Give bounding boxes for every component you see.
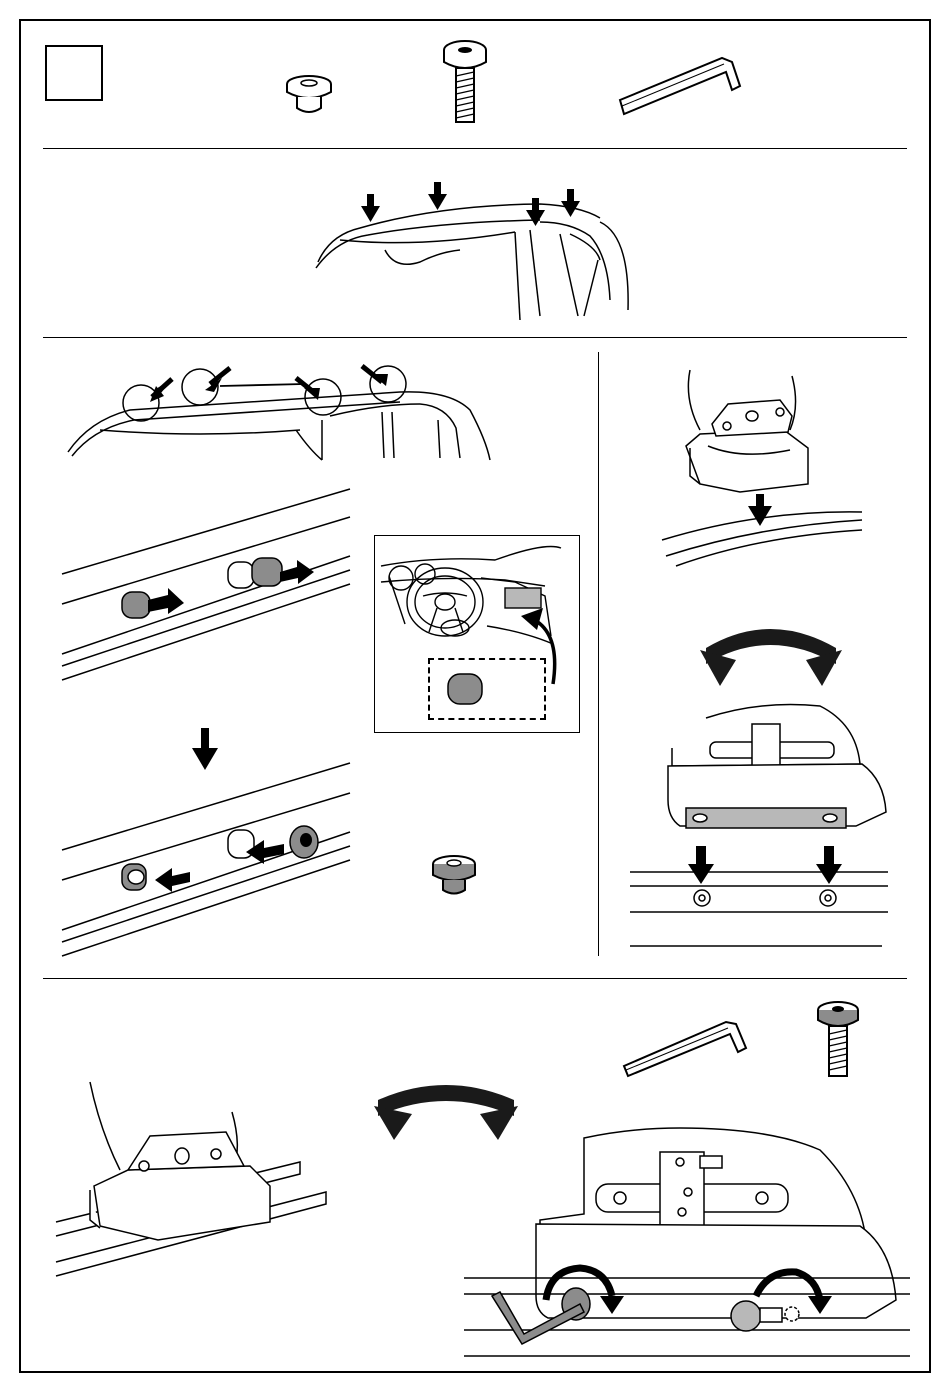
rack-foot-side-view [668,705,886,829]
stored-cover-box [428,658,546,720]
allen-key-small-icon [624,1022,746,1076]
foot-fix-arrows [688,846,842,884]
allen-key-icon [620,58,740,114]
car-roof-closeup-circles [68,366,490,460]
rack-foot-top-view [686,370,808,492]
car-roof-overview [316,204,628,320]
insert-direction-arrows [155,840,284,892]
next-step-down-arrow [192,728,218,770]
hex-bolt-icon [444,41,486,122]
foot-down-arrow [748,494,772,526]
rack-foot-on-rail [56,1082,326,1276]
hex-bolt-small-icon [818,1002,858,1076]
loose-rubber-cap-icon [433,856,475,894]
roof-rail-remove-covers [62,489,350,680]
rotate-tighten-icon [374,1085,518,1140]
rotate-foot-icon [700,629,842,686]
foot-rail-side [630,872,888,946]
roof-rail-insert-caps [62,763,350,956]
rubber-cap-icon [287,76,331,112]
rack-foot-tighten-closeup [536,1128,896,1318]
stored-cover-icon [430,660,544,718]
